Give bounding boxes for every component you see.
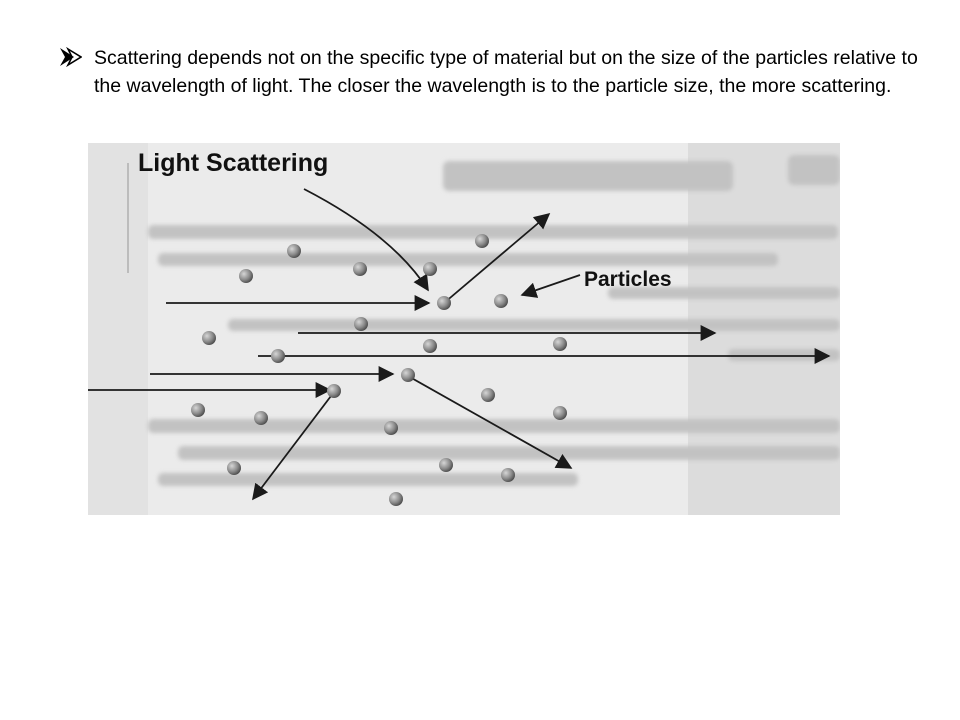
particle bbox=[239, 269, 253, 283]
particle bbox=[401, 368, 415, 382]
scattered-ray-down bbox=[252, 391, 335, 501]
particle bbox=[354, 317, 368, 331]
particle bbox=[202, 331, 216, 345]
particle bbox=[553, 406, 567, 420]
particle bbox=[227, 461, 241, 475]
particle bbox=[254, 411, 268, 425]
particles bbox=[191, 234, 567, 506]
figure-title: Light Scattering bbox=[138, 149, 328, 177]
particle bbox=[501, 468, 515, 482]
particle bbox=[384, 421, 398, 435]
bullet-text: Scattering depends not on the specific t… bbox=[94, 47, 918, 97]
particle bbox=[327, 384, 341, 398]
particle bbox=[481, 388, 495, 402]
particle bbox=[423, 262, 437, 276]
particle bbox=[439, 458, 453, 472]
light-scattering-diagram: Light Scattering Particles bbox=[88, 143, 840, 515]
scattered-ray-down bbox=[407, 375, 573, 469]
bleed-through-text bbox=[148, 155, 840, 486]
scattered-ray-up bbox=[443, 212, 551, 304]
particle bbox=[271, 349, 285, 363]
particle bbox=[389, 492, 403, 506]
particle bbox=[475, 234, 489, 248]
particles-label: Particles bbox=[584, 268, 672, 291]
particle bbox=[287, 244, 301, 258]
particle bbox=[494, 294, 508, 308]
particles-pointer-arrow bbox=[520, 274, 581, 298]
particle bbox=[191, 403, 205, 417]
bullet-point: Scattering depends not on the specific t… bbox=[60, 44, 940, 100]
particle bbox=[353, 262, 367, 276]
particle bbox=[553, 337, 567, 351]
particle bbox=[423, 339, 437, 353]
title-pointer-arrow bbox=[303, 188, 429, 292]
light-scattering-figure: Light Scattering Particles bbox=[88, 143, 840, 515]
particle bbox=[437, 296, 451, 310]
light-rays bbox=[88, 212, 831, 501]
arrow-bullet-icon bbox=[60, 47, 82, 67]
